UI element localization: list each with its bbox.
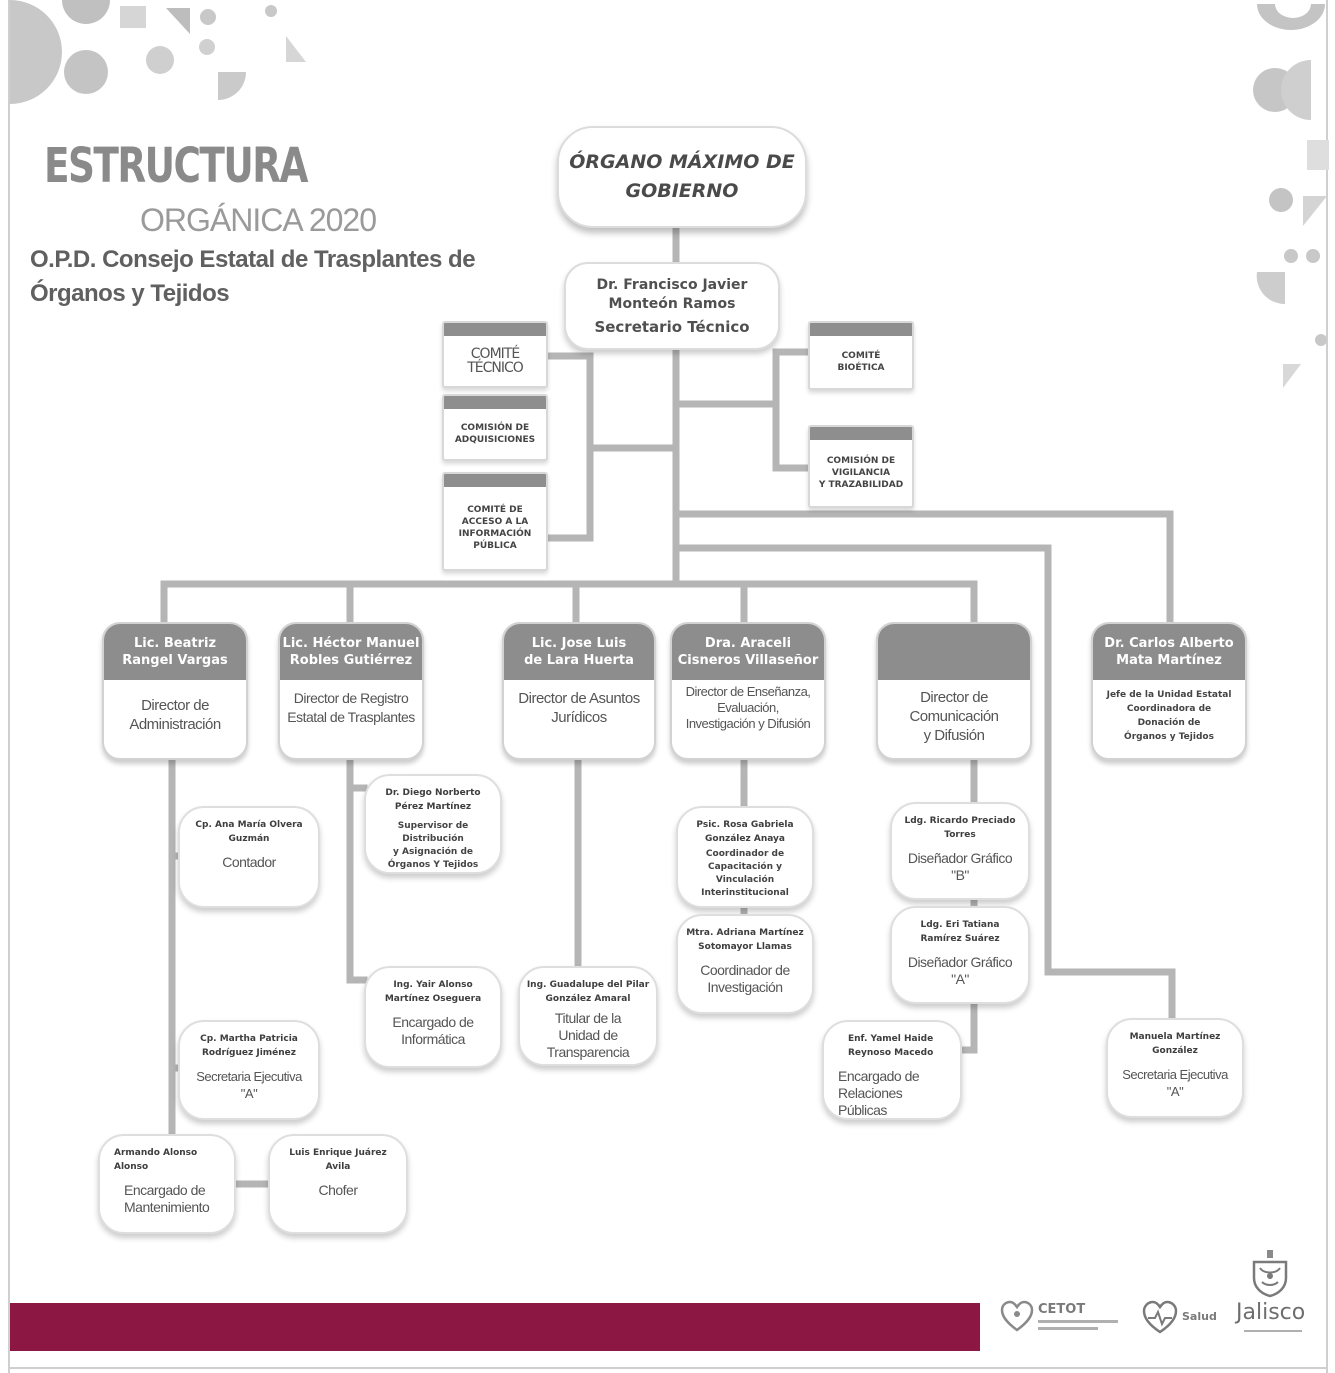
staff-secretaria-coordinadora: Manuela Martínez González Secretaria Eje… [1106,1018,1244,1118]
committee-label: COMITÉ BIOÉTICA [837,351,885,373]
staff-investigacion: Mtra. Adriana Martínez Sotomayor Llamas … [676,914,814,1014]
director-role: Director de Administración [129,697,221,733]
title-estructura: ESTRUCTURA [44,138,308,194]
director-name [878,624,1030,680]
staff-name: Ing. Yair Alonso Martínez Oseguera [384,980,482,1004]
staff-capacitacion: Psic. Rosa Gabriela González Anaya Coord… [676,806,814,908]
director-name: Dra. Araceli Cisneros Villaseñor [672,624,824,680]
committee-adquisiciones: COMISIÓN DE ADQUISICIONES [442,394,548,461]
staff-name: Cp. Martha Patricia Rodríguez Jiménez [200,1034,298,1058]
director-role: Director de Enseñanza, Evaluación, Inves… [685,684,811,731]
director-name: Lic. Jose Luis de Lara Huerta [504,624,654,680]
decorative-circles-top-right [1253,4,1329,388]
staff-name: Mtra. Adriana Martínez Sotomayor Llamas [686,928,804,952]
staff-role: Encargado de Informática [392,1014,474,1047]
staff-role: Contador [222,854,276,870]
staff-relaciones-publicas: Enf. Yamel Haide Reynoso Macedo Encargad… [822,1020,962,1120]
staff-disenador-a: Ldg. Eri Tatiana Ramírez Suárez Diseñado… [890,906,1030,1004]
staff-name: Cp. Ana María Olvera Guzmán [195,820,303,844]
staff-name: Luis Enrique Juárez Avila [289,1148,387,1172]
organo-maximo-label: ÓRGANO MÁXIMO DE GOBIERNO [569,151,795,202]
director-registro-estatal: Lic. Héctor Manuel Robles Gutiérrez Dire… [278,622,424,760]
staff-secretaria-administracion: Cp. Martha Patricia Rodríguez Jiménez Se… [178,1020,320,1120]
staff-name: Ldg. Eri Tatiana Ramírez Suárez [920,920,1000,944]
committee-label: COMITÉ DE ACCESO A LA INFORMACIÓN PÚBLIC… [458,505,532,551]
salud-heart-icon [1142,1300,1178,1334]
staff-role: Chofer [318,1182,358,1198]
director-name: Lic. Héctor Manuel Robles Gutiérrez [280,624,422,680]
staff-transparencia: Ing. Guadalupe del Pilar González Amaral… [518,966,658,1066]
staff-mantenimiento: Armando Alonso Alonso Encargado de Mante… [98,1134,236,1234]
committee-vigilancia-trazabilidad: COMISIÓN DE VIGILANCIA Y TRAZABILIDAD [808,425,914,508]
decorative-circles-top-left [10,0,306,104]
frame-bottom-line [8,1367,1328,1369]
organo-maximo-box: ÓRGANO MÁXIMO DE GOBIERNO [557,126,807,228]
frame-right-line [1326,0,1328,1373]
director-comunicacion: Director de Comunicación y Difusión [876,622,1032,760]
cetot-logo-text: CETOT [1038,1302,1086,1317]
committee-label: COMISIÓN DE VIGILANCIA Y TRAZABILIDAD [818,456,904,490]
staff-chofer: Luis Enrique Juárez Avila Chofer [268,1134,408,1234]
staff-disenador-b: Ldg. Ricardo Preciado Torres Diseñador G… [890,802,1030,900]
director-administracion: Lic. Beatriz Rangel Vargas Director de A… [102,622,248,760]
staff-name: Ldg. Ricardo Preciado Torres [904,816,1016,840]
staff-name: Armando Alonso Alonso [114,1148,198,1172]
staff-name: Enf. Yamel Haide Reynoso Macedo [848,1034,934,1058]
committee-tecnico: COMITÉ TÉCNICO [442,321,548,388]
jalisco-coat-of-arms-icon [1252,1250,1288,1298]
heart-icon [1000,1300,1034,1332]
staff-name: Ing. Guadalupe del Pilar González Amaral [526,980,650,1004]
salud-logo-text: Salud [1182,1310,1217,1323]
director-role: Director de Asuntos Jurídicos [518,690,640,726]
director-asuntos-juridicos: Lic. Jose Luis de Lara Huerta Director d… [502,622,656,760]
jalisco-logo-subtext-line [1244,1330,1302,1332]
staff-informatica: Ing. Yair Alonso Martínez Oseguera Encar… [364,966,502,1068]
jalisco-logo-text: Jalisco [1236,1300,1306,1325]
staff-name: Dr. Diego Norberto Pérez Martínez [385,788,481,812]
director-name: Lic. Beatriz Rangel Vargas [104,624,246,680]
staff-role: Diseñador Gráfico "B" [907,850,1013,883]
organization-name-line-2: Órganos y Tejidos [30,280,230,307]
staff-role: Supervisor de Distribución y Asignación … [387,821,479,870]
committee-bioetica: COMITÉ BIOÉTICA [808,321,914,390]
frame-left-line [8,0,10,1373]
secretario-tecnico-box: Dr. Francisco Javier Monteón Ramos Secre… [564,262,780,350]
staff-role: Coordinador de Investigación [700,962,790,995]
secretario-role: Secretario Técnico [594,318,750,336]
director-role: Director de Comunicación y Difusión [909,688,999,744]
staff-role: Secretaria Ejecutiva "A" [196,1069,302,1101]
staff-role: Coordinador de Capacitación y Vinculació… [701,849,789,898]
staff-role: Diseñador Gráfico "A" [907,954,1013,987]
staff-contador: Cp. Ana María Olvera Guzmán Contador [178,806,320,908]
committee-acceso-informacion: COMITÉ DE ACCESO A LA INFORMACIÓN PÚBLIC… [442,472,548,571]
staff-role: Encargado de Relaciones Públicas [838,1068,920,1118]
cetot-logo-subtext-lines [1038,1320,1118,1330]
secretario-name: Dr. Francisco Javier Monteón Ramos [596,277,748,312]
director-name: Dr. Carlos Alberto Mata Martínez [1093,624,1245,680]
staff-name: Manuela Martínez González [1129,1032,1221,1056]
committee-label: COMISIÓN DE ADQUISICIONES [454,423,536,445]
title-organica-2020: ORGÁNICA 2020 [140,202,377,238]
committee-label: COMITÉ TÉCNICO [467,346,524,376]
director-role: Director de Registro Estatal de Trasplan… [287,690,415,725]
jefe-unidad-coordinadora: Dr. Carlos Alberto Mata Martínez Jefe de… [1091,622,1247,760]
organization-name-line-1: O.P.D. Consejo Estatal de Trasplantes de [30,246,476,273]
director-role: Jefe de la Unidad Estatal Coordinadora d… [1106,690,1232,742]
staff-role: Secretaria Ejecutiva "A" [1122,1067,1228,1099]
director-ensenanza: Dra. Araceli Cisneros Villaseñor Directo… [670,622,826,760]
staff-supervisor-distribucion: Dr. Diego Norberto Pérez Martínez Superv… [364,774,502,874]
staff-name: Psic. Rosa Gabriela González Anaya [696,820,794,844]
staff-role: Titular de la Unidad de Transparencia [546,1010,630,1060]
staff-role: Encargado de Mantenimiento [124,1182,210,1215]
footer-color-bar [10,1303,980,1351]
